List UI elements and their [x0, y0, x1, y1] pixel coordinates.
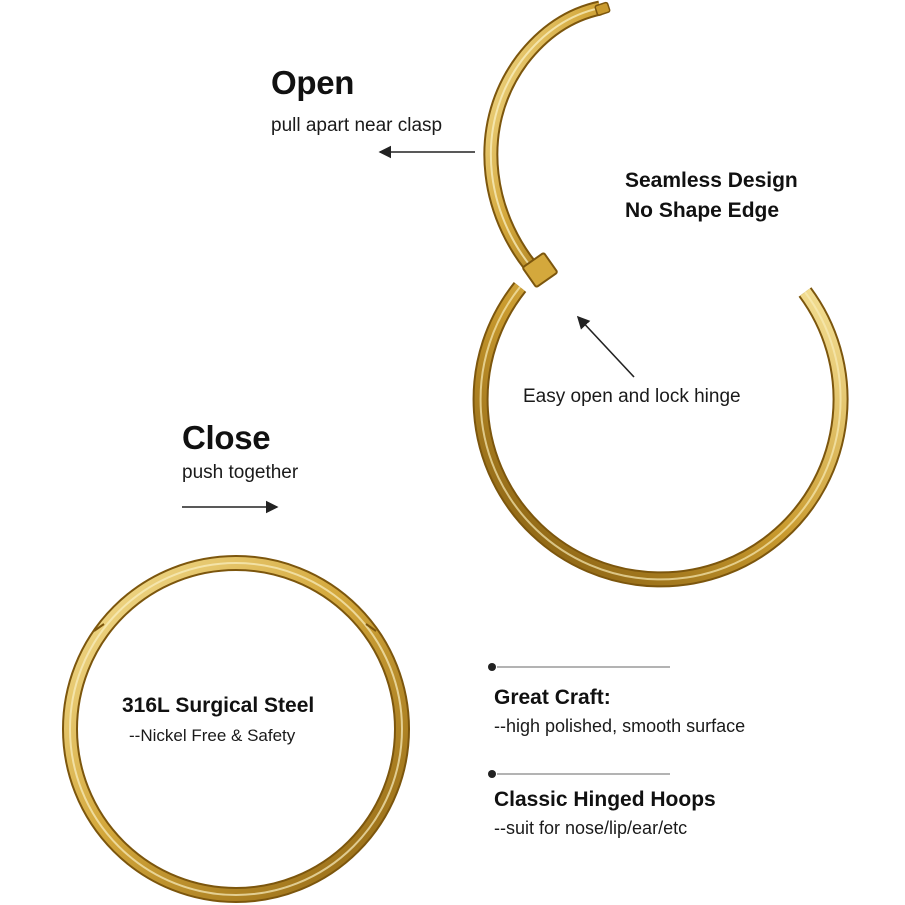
close-subtitle: push together	[182, 462, 299, 483]
hinge-arrow	[576, 315, 635, 378]
open-hoop-lower-icon	[472, 282, 849, 588]
feature-2-subtitle: --suit for nose/lip/ear/etc	[494, 818, 688, 838]
feature-1-subtitle: --high polished, smooth surface	[494, 716, 746, 736]
seamless-line-2: No Shape Edge	[625, 199, 780, 222]
open-subtitle: pull apart near clasp	[271, 115, 443, 136]
seamless-line-1: Seamless Design	[625, 169, 798, 192]
open-hoop-arm-icon	[483, 0, 611, 288]
feature-rule-2	[488, 770, 670, 778]
material-subtitle: --Nickel Free & Safety	[129, 726, 296, 745]
feature-2-title: Classic Hinged Hoops	[494, 788, 716, 811]
open-title: Open	[271, 64, 355, 101]
hinge-label: Easy open and lock hinge	[523, 386, 741, 407]
feature-1-title: Great Craft:	[494, 686, 611, 709]
closed-hoop-icon	[62, 555, 410, 903]
material-title: 316L Surgical Steel	[122, 694, 315, 717]
close-title: Close	[182, 419, 271, 456]
feature-rule-1	[488, 663, 670, 671]
